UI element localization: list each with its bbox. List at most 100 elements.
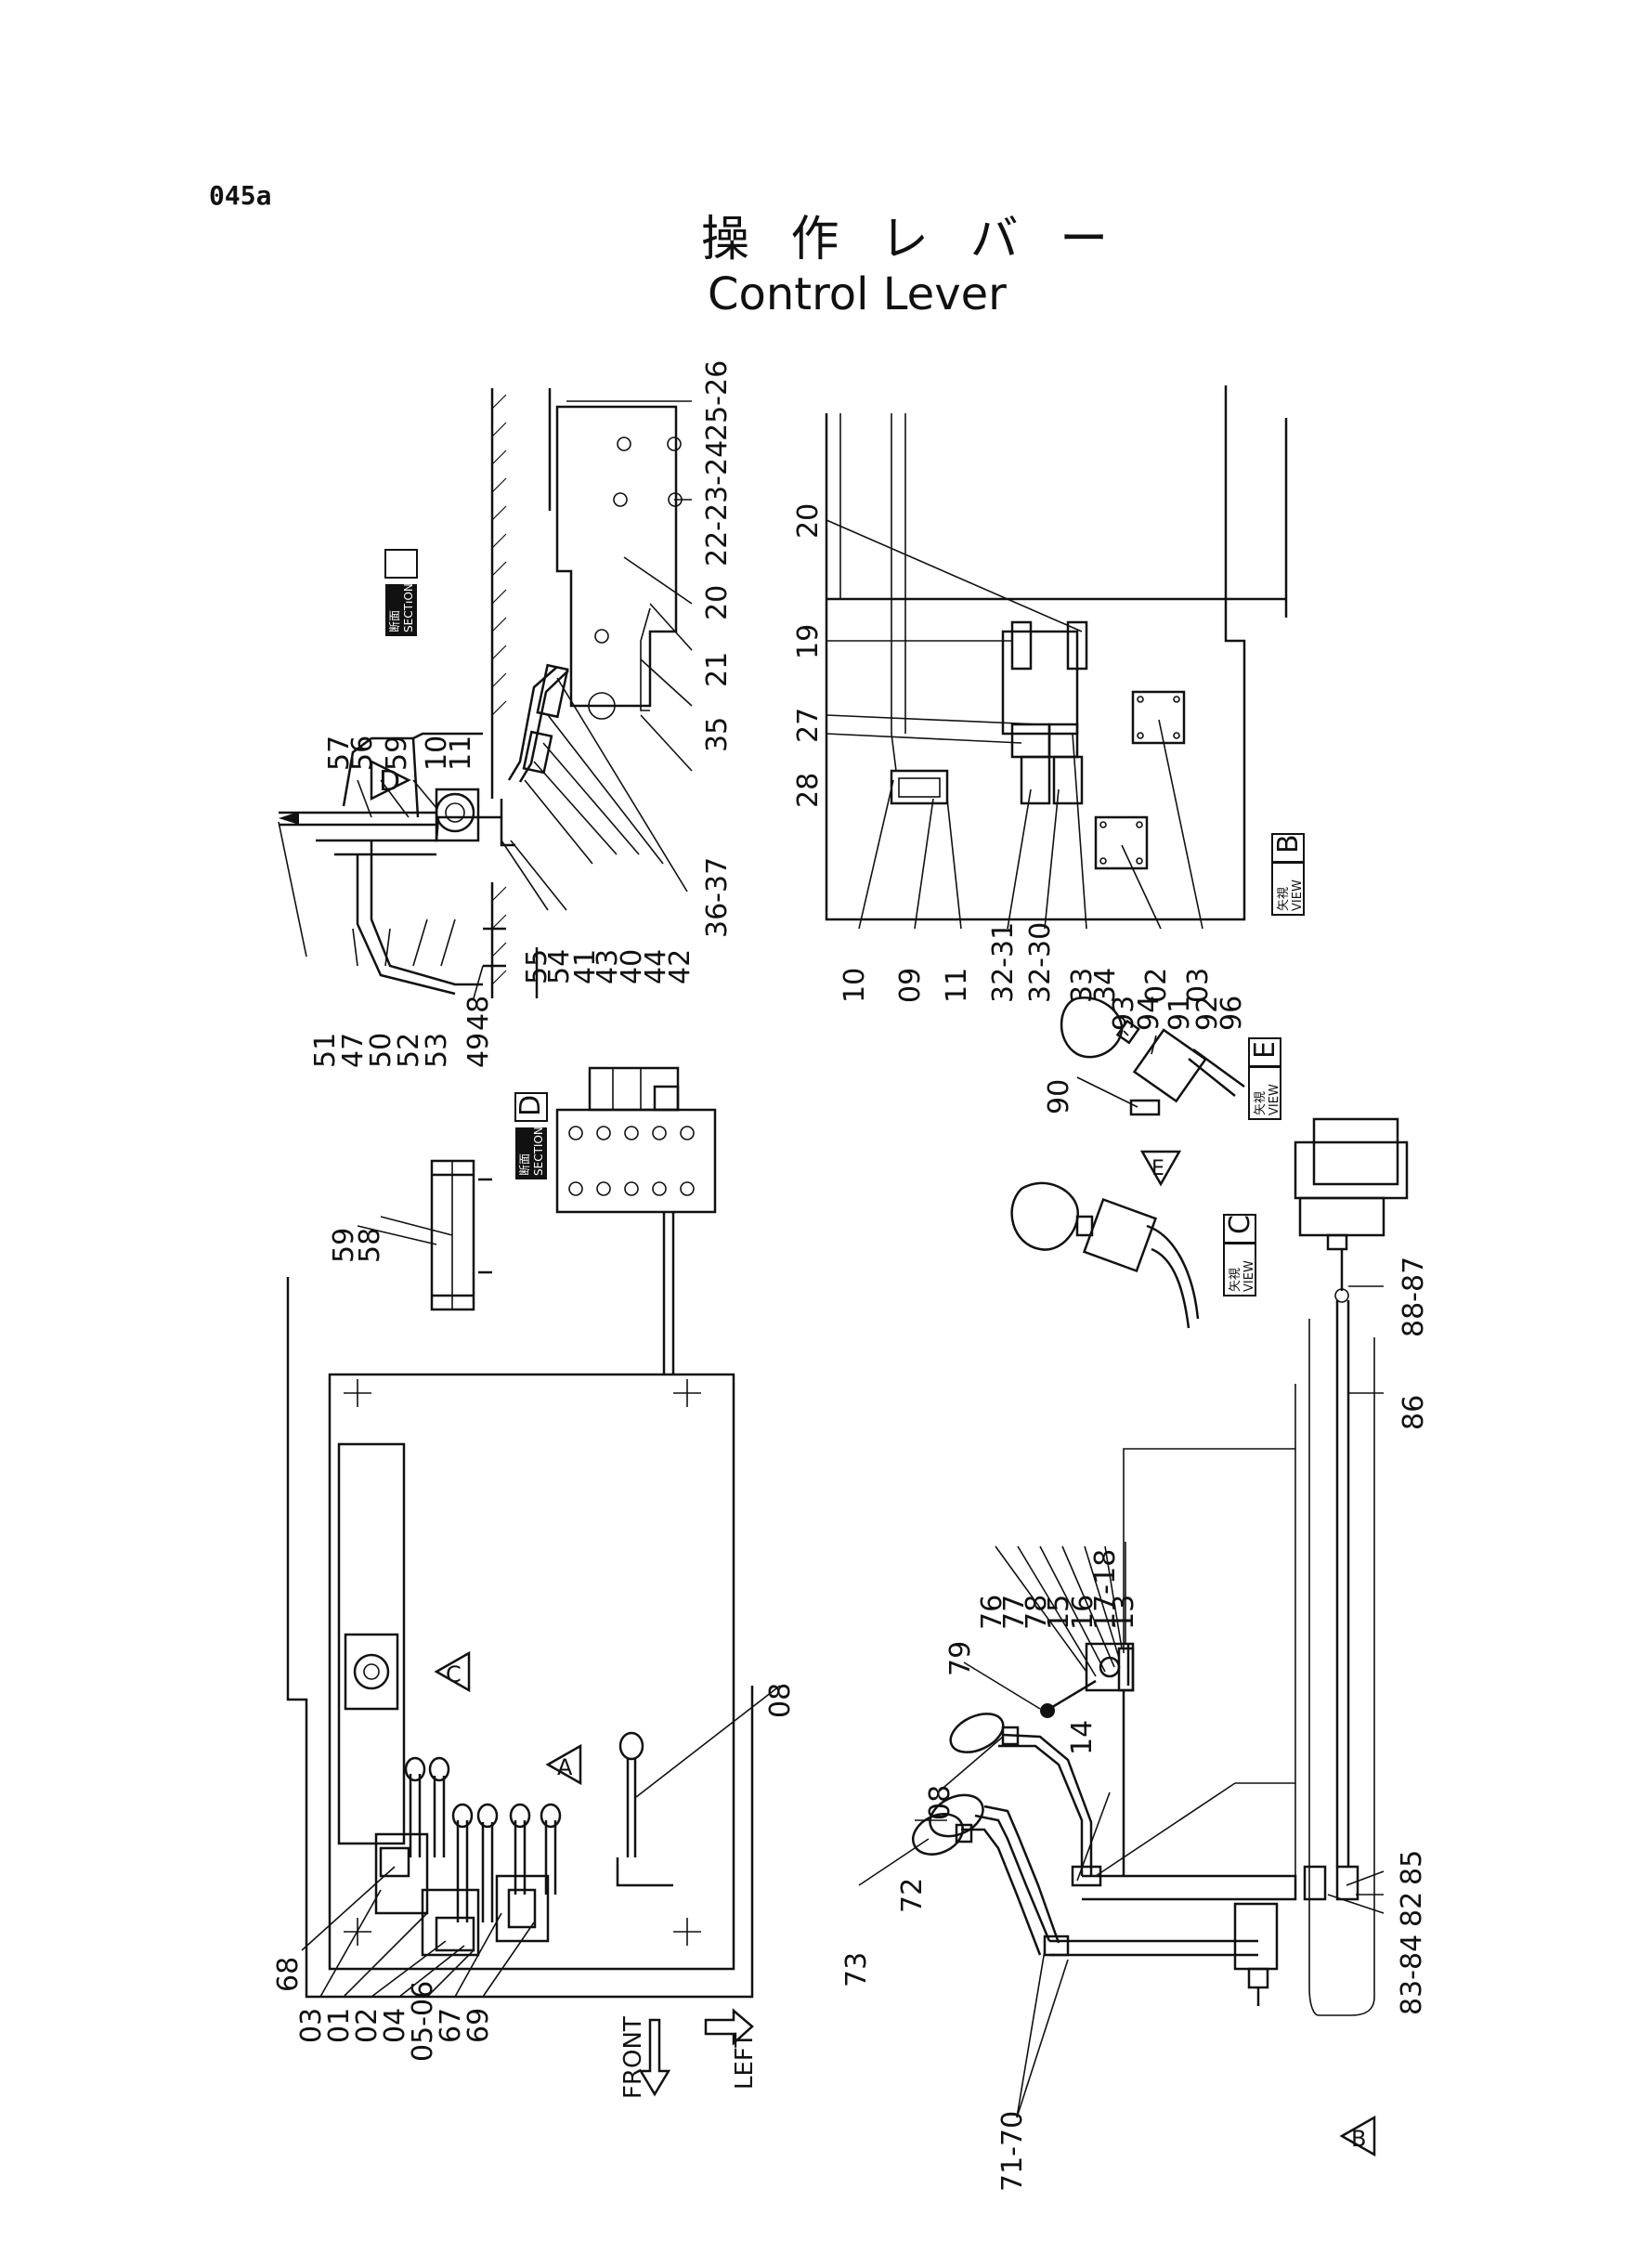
svg-text:49: 49: [462, 1033, 495, 1068]
svg-text:04: 04: [379, 2008, 411, 2043]
arrow-d-letter: D: [379, 765, 400, 798]
svg-text:VIEW: VIEW: [1242, 1260, 1256, 1292]
main-view-leaders: [301, 1685, 781, 1998]
svg-text:16: 16: [1067, 1595, 1099, 1630]
view-e-label: 矢視 VIEW: [1248, 1066, 1281, 1120]
svg-text:VIEW: VIEW: [1291, 879, 1305, 911]
svg-text:57: 57: [323, 736, 356, 771]
svg-text:10: 10: [421, 736, 453, 771]
svg-text:77: 77: [998, 1595, 1031, 1630]
svg-text:40: 40: [616, 949, 648, 984]
svg-text:52: 52: [393, 1033, 425, 1068]
svg-text:71-70: 71-70: [996, 2111, 1029, 2192]
section-d-label: 断面 SECTION: [515, 1127, 547, 1179]
title-english: Control Lever: [708, 268, 1007, 320]
arrow-b-letter: B: [1351, 2126, 1366, 2152]
arrow-e-letter: E: [1151, 1157, 1164, 1180]
view-e-leaders: [1076, 1030, 1157, 1108]
svg-text:11: 11: [941, 968, 973, 1003]
svg-text:41: 41: [569, 949, 602, 984]
svg-text:05-06: 05-06: [407, 1981, 439, 2062]
section-d-letter: D: [514, 1095, 547, 1116]
svg-text:SECTION: SECTION: [402, 583, 415, 632]
title-japanese: 操 作 レ バ ー: [701, 212, 1121, 267]
svg-text:21: 21: [701, 652, 734, 687]
svg-text:32-31: 32-31: [987, 922, 1020, 1003]
svg-text:51: 51: [309, 1033, 342, 1068]
svg-text:矢視: 矢視: [1254, 1091, 1268, 1115]
svg-text:90: 90: [1043, 1079, 1075, 1114]
svg-text:27: 27: [792, 708, 825, 743]
svg-text:25-26: 25-26: [701, 360, 734, 441]
svg-text:15: 15: [1043, 1595, 1075, 1630]
svg-text:VIEW: VIEW: [1268, 1084, 1281, 1115]
section-a-label: 断面 SECTION: [385, 583, 417, 636]
page-id: 045a: [209, 180, 271, 211]
svg-text:矢視: 矢視: [1229, 1268, 1242, 1292]
main-view-labels: 08 68 03 01 02 04 05-06 67 69: [272, 1683, 797, 2062]
svg-text:断面: 断面: [387, 610, 401, 632]
svg-text:02: 02: [351, 2008, 384, 2043]
lever-side-drawing: [912, 1117, 1409, 2016]
view-c-label: 矢視 VIEW: [1223, 1243, 1256, 1296]
svg-text:14: 14: [1066, 1720, 1099, 1755]
section-d-leaders: [357, 1216, 453, 1245]
view-e-drawing: [1060, 996, 1245, 1116]
svg-text:53: 53: [421, 1033, 453, 1068]
section-a-labels: 57 56 59 10 11 55 54 41 43 40 44 42 36-3…: [309, 360, 734, 1068]
svg-text:矢視: 矢視: [1277, 887, 1291, 911]
lever-side-labels: 13 17-18 16 15 78 77 76 79 14 08 72 73 7…: [840, 1257, 1430, 2192]
svg-text:91: 91: [1164, 996, 1196, 1031]
arrow-b: B: [1339, 2115, 1376, 2157]
svg-text:01: 01: [323, 2008, 356, 2043]
view-b-labels: 20 19 27 28 10 09 11 32-31 32-30 33 34 0…: [792, 503, 1215, 1003]
view-c-drawing: E: [1010, 1150, 1200, 1329]
view-e-labels: 93 94 91 92 96 90: [1043, 996, 1248, 1114]
svg-text:10: 10: [839, 968, 871, 1003]
section-a-drawing: D: [279, 388, 683, 998]
svg-text:94: 94: [1133, 996, 1165, 1031]
svg-text:35: 35: [701, 717, 734, 752]
svg-text:67: 67: [435, 2008, 467, 2043]
svg-text:82: 82: [1396, 1892, 1428, 1927]
svg-text:72: 72: [896, 1878, 929, 1913]
svg-text:88-87: 88-87: [1398, 1257, 1430, 1337]
svg-text:73: 73: [840, 1952, 873, 1987]
svg-text:56: 56: [346, 736, 379, 771]
svg-text:43: 43: [592, 949, 624, 984]
section-a-leaders: [278, 400, 693, 999]
svg-text:78: 78: [1021, 1595, 1053, 1630]
view-e-letter: E: [1249, 1041, 1281, 1059]
svg-text:44: 44: [640, 949, 672, 984]
svg-text:11: 11: [445, 736, 477, 771]
view-b-letter: B: [1272, 834, 1305, 853]
svg-text:59: 59: [328, 1228, 360, 1263]
svg-text:03: 03: [295, 2008, 328, 2043]
svg-text:32-30: 32-30: [1024, 922, 1057, 1003]
svg-text:47: 47: [337, 1033, 370, 1068]
svg-text:86: 86: [1398, 1395, 1430, 1430]
svg-text:48: 48: [462, 996, 495, 1031]
svg-text:92: 92: [1191, 996, 1224, 1031]
svg-text:55: 55: [521, 949, 553, 984]
svg-text:19: 19: [792, 624, 825, 659]
svg-text:69: 69: [462, 2008, 495, 2043]
svg-text:22-23-24: 22-23-24: [701, 440, 734, 567]
front-direction: FRONT: [619, 2016, 647, 2099]
main-view-drawing: C A: [286, 1277, 754, 1999]
view-b-leaders: [826, 519, 1203, 930]
svg-text:36-37: 36-37: [701, 857, 734, 938]
svg-text:03: 03: [1182, 968, 1215, 1003]
svg-text:59: 59: [381, 736, 413, 771]
lever-side-leaders: [858, 1285, 1385, 2118]
section-d-drawing: [430, 1159, 492, 1311]
svg-text:54: 54: [543, 949, 576, 984]
svg-text:20: 20: [792, 503, 825, 539]
svg-text:76: 76: [976, 1595, 1008, 1630]
svg-text:34: 34: [1089, 968, 1122, 1003]
direction-indicators: FRONT LEFT: [619, 2008, 759, 2099]
section-a-letter: A: [381, 585, 413, 605]
svg-text:85: 85: [1396, 1850, 1428, 1885]
